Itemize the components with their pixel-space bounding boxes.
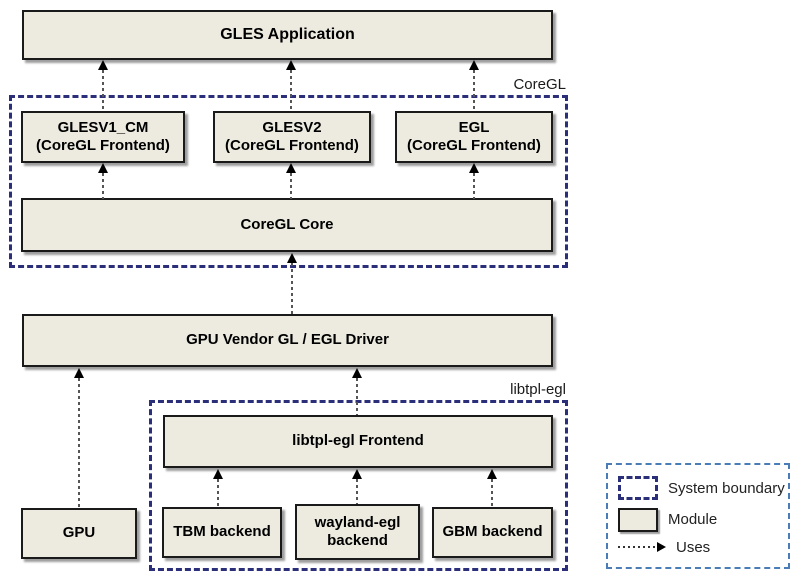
node-label-line2: backend	[327, 532, 388, 549]
legend-row-uses: Uses	[618, 539, 778, 556]
arrow-head-icon	[74, 368, 84, 378]
node-gpu: GPU	[21, 508, 137, 559]
node-label-line2: (CoreGL Frontend)	[36, 137, 170, 154]
uses-arrow-gbm-to-frontend	[486, 469, 498, 507]
arrow-line	[102, 70, 104, 112]
node-glesv1-cm-frontend: GLESV1_CM (CoreGL Frontend)	[21, 111, 185, 163]
uses-arrow-glesv2-to-app	[285, 60, 297, 112]
node-label-line1: wayland-egl	[314, 513, 401, 531]
node-gles-application: GLES Application	[22, 10, 553, 60]
arrow-line	[491, 479, 493, 507]
arrow-head-icon	[286, 163, 296, 173]
legend-row-system-boundary: System boundary	[618, 476, 785, 501]
uses-arrow-gpu-to-driver	[73, 368, 85, 508]
node-label-line2: (CoreGL Frontend)	[225, 137, 359, 154]
node-label: CoreGL Core	[240, 215, 334, 233]
arrow-line	[78, 378, 80, 508]
arrow-head-icon	[213, 469, 223, 479]
uses-arrow-core-to-egl	[468, 163, 480, 199]
arrow-head-icon	[469, 60, 479, 70]
node-egl-frontend: EGL (CoreGL Frontend)	[395, 111, 553, 163]
arrow-head-icon	[352, 368, 362, 378]
arrow-line	[102, 173, 104, 199]
node-label: GLES Application	[220, 26, 355, 44]
arrow-line	[290, 70, 292, 112]
node-label-line2: (CoreGL Frontend)	[407, 137, 541, 154]
node-label: GBM backend	[442, 523, 543, 541]
node-gpu-vendor-driver: GPU Vendor GL / EGL Driver	[22, 314, 553, 367]
uses-arrow-frontend-to-driver	[351, 368, 363, 415]
node-label-line1: GLESV2	[262, 118, 322, 136]
legend-label: Uses	[676, 538, 711, 556]
uses-arrow-driver-to-core	[286, 253, 298, 314]
node-gbm-backend: GBM backend	[432, 507, 553, 558]
node-libtpl-egl-frontend: libtpl-egl Frontend	[163, 415, 553, 468]
arrow-line	[618, 546, 657, 549]
arrow-line	[291, 263, 293, 314]
coregl-boundary-label: CoreGL	[513, 76, 566, 93]
arrow-head-icon	[352, 469, 362, 479]
node-label: GPU	[62, 524, 96, 542]
arrow-head-icon	[287, 253, 297, 263]
arrow-line	[217, 479, 219, 507]
uses-arrow-icon	[618, 542, 666, 553]
uses-arrow-core-to-glesv2	[285, 163, 297, 199]
legend-label: System boundary	[668, 479, 785, 497]
libtpl-egl-boundary-label: libtpl-egl	[510, 381, 566, 398]
arrow-line	[473, 70, 475, 112]
arrow-head-icon	[487, 469, 497, 479]
node-glesv2-frontend: GLESV2 (CoreGL Frontend)	[213, 111, 371, 163]
arrow-line	[356, 479, 358, 504]
node-coregl-core: CoreGL Core	[21, 198, 553, 252]
node-wayland-egl-backend: wayland-egl backend	[295, 504, 420, 560]
arrow-line	[356, 378, 358, 415]
uses-arrow-egl-to-app	[468, 60, 480, 112]
libtpl-egl-system-boundary	[149, 400, 568, 571]
legend-label: Module	[668, 511, 718, 528]
arrow-head-icon	[98, 60, 108, 70]
uses-arrow-glesv1-to-app	[97, 60, 109, 112]
arrow-head-icon	[98, 163, 108, 173]
arrow-head-icon	[286, 60, 296, 70]
node-label: libtpl-egl Frontend	[292, 432, 424, 450]
uses-arrow-core-to-glesv1	[97, 163, 109, 199]
arrow-line	[290, 173, 292, 199]
uses-arrow-tbm-to-frontend	[212, 469, 224, 507]
system-boundary-icon	[618, 476, 658, 501]
module-icon	[618, 507, 658, 532]
arrow-head-icon	[657, 542, 666, 553]
uses-arrow-wayland-to-frontend	[351, 469, 363, 504]
node-tbm-backend: TBM backend	[162, 507, 282, 558]
coregl-system-boundary	[9, 95, 568, 268]
arrow-line	[473, 173, 475, 199]
legend: System boundary Module Uses	[606, 463, 790, 569]
legend-row-module: Module	[618, 507, 778, 532]
node-label: GPU Vendor GL / EGL Driver	[186, 331, 389, 349]
node-label-line1: GLESV1_CM	[57, 118, 149, 136]
node-label-line1: EGL	[458, 118, 490, 136]
arrow-head-icon	[469, 163, 479, 173]
node-label: TBM backend	[173, 523, 271, 541]
